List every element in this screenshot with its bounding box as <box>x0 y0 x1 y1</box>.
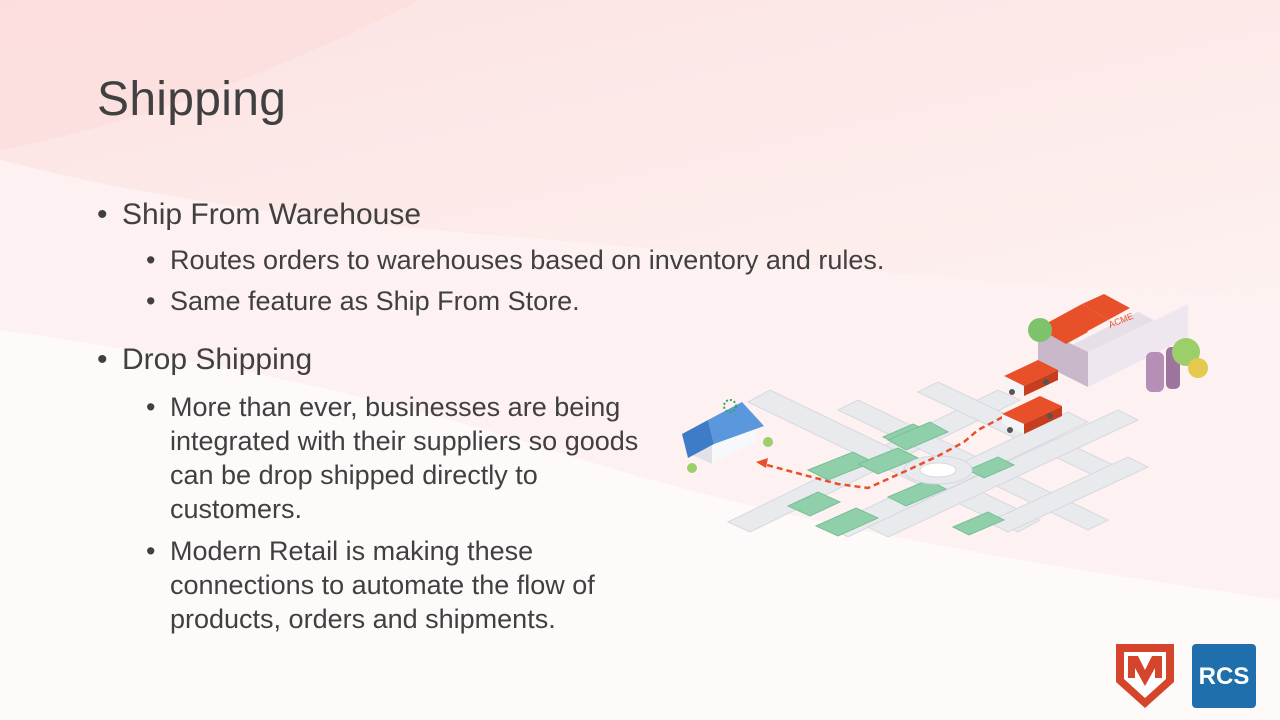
warehouse-icon: ACME <box>1028 294 1208 392</box>
bullet-text: Drop Shipping <box>122 343 313 376</box>
bullet-dot: • <box>97 343 108 376</box>
route-line <box>762 406 1021 490</box>
roundabout <box>903 455 973 485</box>
sub-bullet-more-than-ever: • More than ever, businesses are being i… <box>146 390 666 526</box>
truck-icon <box>1004 360 1058 396</box>
sub-bullet-same-feature: • Same feature as Ship From Store. <box>146 284 966 318</box>
bullet-drop-shipping: • Drop Shipping <box>97 342 312 378</box>
bullet-dot: • <box>146 392 156 422</box>
m-logo-icon <box>1116 644 1174 708</box>
sub-bullet-routes-orders: • Routes orders to warehouses based on i… <box>146 243 966 277</box>
bullet-dot: • <box>146 286 156 316</box>
rcs-logo-icon: RCS <box>1192 644 1256 708</box>
bullet-dot: • <box>97 198 108 231</box>
bullet-ship-from-warehouse: • Ship From Warehouse <box>97 197 421 233</box>
rcs-logo-text: RCS <box>1199 663 1250 690</box>
sub-bullet-text: Same feature as Ship From Store. <box>170 286 580 316</box>
sub-bullet-text: Modern Retail is making these connection… <box>170 536 595 634</box>
slide-title: Shipping <box>97 73 287 126</box>
route-arrowhead <box>756 458 768 468</box>
delivery-route-illustration: ACME <box>682 294 1208 538</box>
sub-bullet-text: Routes orders to warehouses based on inv… <box>170 245 885 275</box>
bullet-dot: • <box>146 245 156 275</box>
bullet-dot: • <box>146 536 156 566</box>
shrubs <box>687 437 773 473</box>
bullet-text: Ship From Warehouse <box>122 198 422 231</box>
sub-bullet-modern-retail: • Modern Retail is making these connecti… <box>146 534 636 636</box>
truck-icon <box>1002 396 1062 434</box>
sub-bullet-text: More than ever, businesses are being int… <box>170 392 639 524</box>
house-icon <box>682 399 764 464</box>
company-logos: RCS <box>1116 644 1256 708</box>
green-lots <box>786 421 1016 537</box>
